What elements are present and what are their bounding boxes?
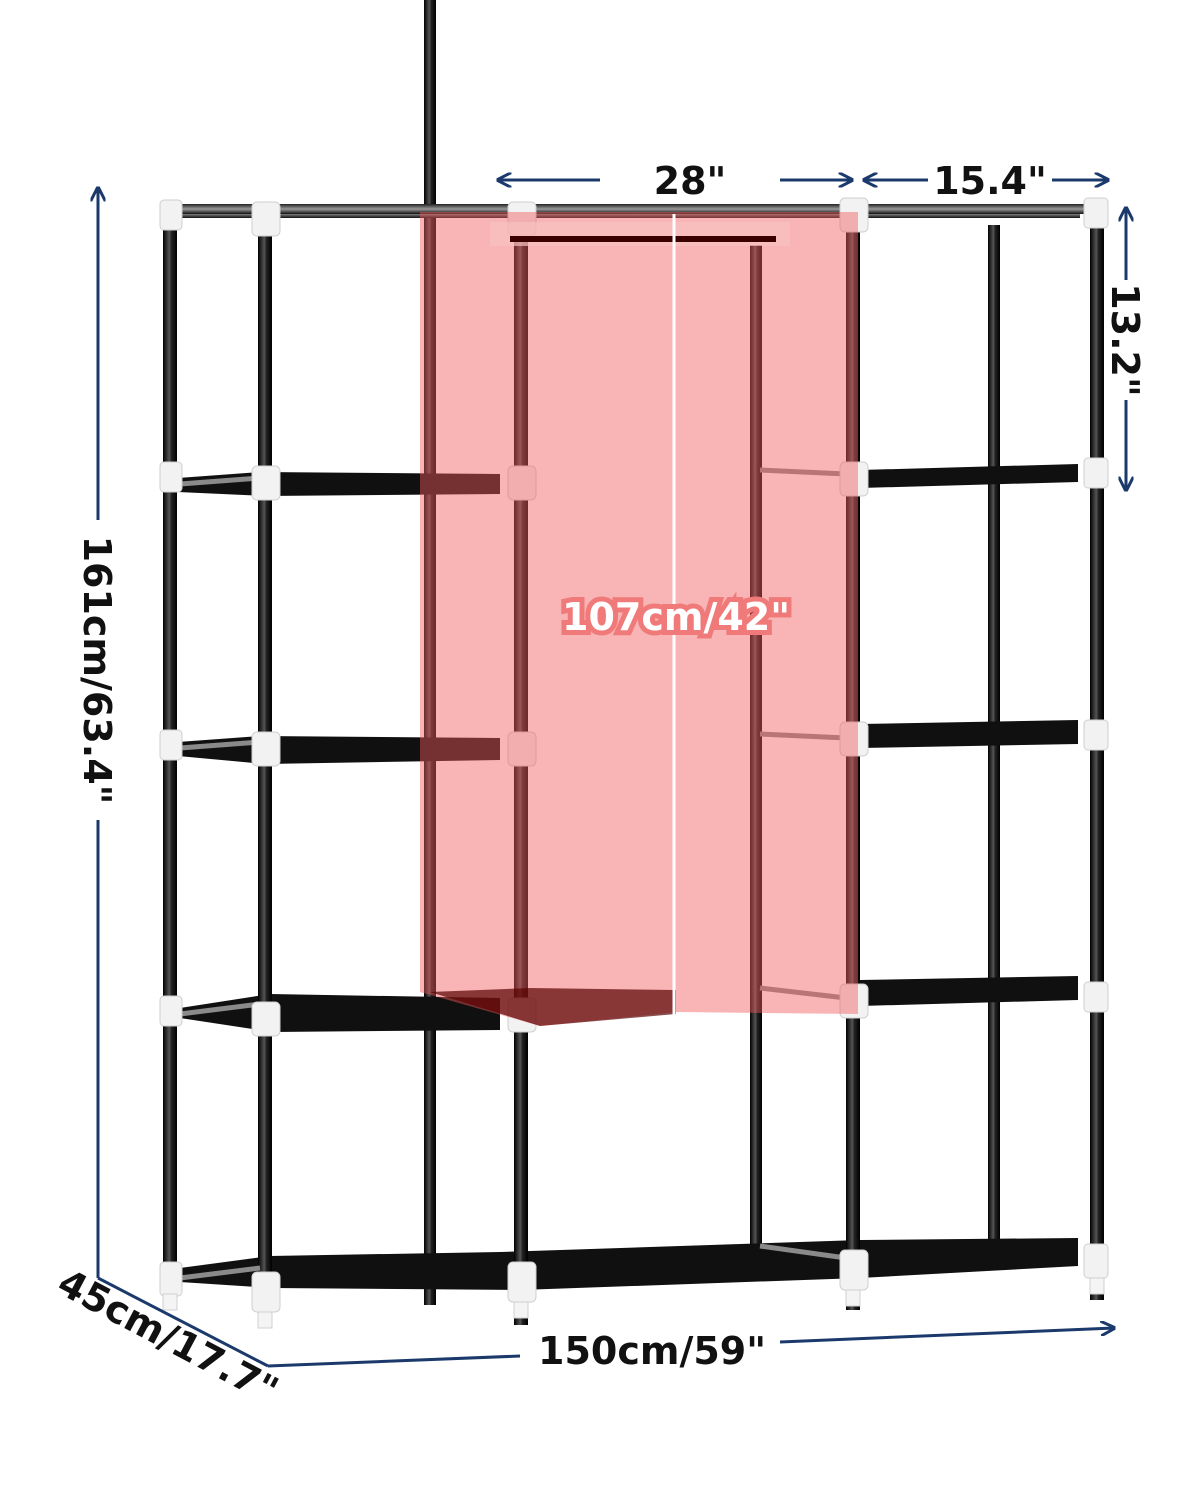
shelf-width-label: 15.4" [933,159,1047,203]
shelf-height-label: 13.2" [1103,283,1147,397]
hanging-width-dimension: 28" [498,159,852,203]
total-height-dimension: 161cm/63.4" [75,188,119,1278]
shelf-height-dimension: 13.2" [1103,208,1147,490]
total-width-dimension: 150cm/59" [267,1328,1114,1373]
hanging-width-label: 28" [654,159,727,203]
wardrobe-frame [159,0,1109,1329]
feet [162,1277,1105,1329]
side-rails [179,467,847,1281]
hanging-rod [510,236,776,242]
top-rail-front [170,204,1090,214]
total-height-label: 161cm/63.4" [75,536,119,805]
front-posts [163,210,1104,1325]
hanging-section-highlight [420,212,858,1026]
total-width-label: 150cm/59" [538,1329,766,1373]
connectors [159,197,1109,1313]
hanging-height-label: 107cm/42" [562,595,790,639]
shelf-width-dimension: 15.4" [864,159,1108,203]
